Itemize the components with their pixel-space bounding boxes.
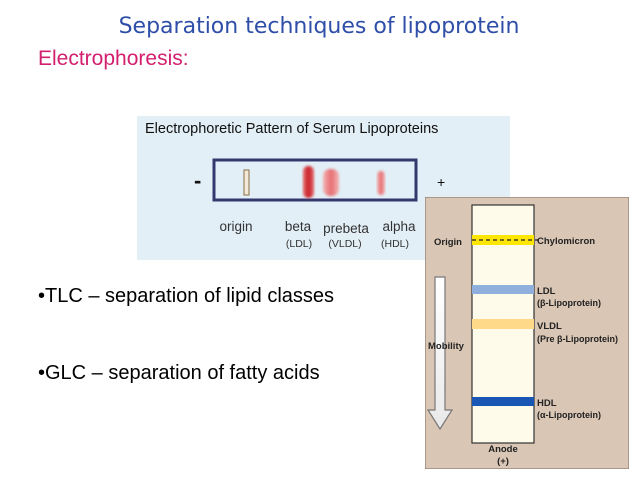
ldl-sublabel: (β-Lipoprotein) — [537, 298, 601, 308]
hdl-label: HDL — [537, 398, 557, 409]
lane-label-alpha: alpha — [382, 219, 416, 234]
mobility-label: Mobility — [428, 341, 465, 352]
mobility-figure: Origin Mobility Chylomicron LDL (β-Lipop… — [424, 196, 630, 470]
vldl-sublabel: (Pre β-Lipoprotein) — [537, 334, 618, 344]
electrophoresis-svg: Electrophoretic Pattern of Serum Lipopro… — [145, 121, 445, 250]
lane-sub-alpha: (HDL) — [381, 238, 409, 250]
bullet-glc: •GLC – separation of fatty acids — [38, 362, 320, 384]
vldl-label: VLDL — [537, 321, 562, 332]
alpha-band — [377, 171, 385, 195]
lane-label-origin: origin — [219, 219, 252, 234]
slide-title: Separation techniques of lipoprotein — [118, 14, 520, 39]
bullet-tlc: •TLC – separation of lipid classes — [38, 285, 335, 307]
lane-sub-beta: (LDL) — [286, 238, 312, 250]
band-ldl — [472, 285, 534, 294]
anode-sign: (+) — [497, 456, 509, 467]
mobility-svg: Origin Mobility Chylomicron LDL (β-Lipop… — [424, 196, 630, 470]
anode-label: Anode — [488, 444, 518, 455]
band-hdl — [472, 397, 534, 406]
minus-sign: - — [194, 168, 201, 193]
prebeta-band — [323, 169, 339, 196]
ldl-label: LDL — [537, 286, 556, 297]
beta-band — [303, 166, 314, 198]
lane-label-prebeta: prebeta — [323, 221, 369, 236]
band-vldl — [472, 319, 534, 329]
gel-frame — [212, 158, 418, 202]
lane-label-beta: beta — [285, 219, 312, 234]
chylomicron-label: Chylomicron — [537, 236, 595, 247]
electrophoresis-figure: Electrophoretic Pattern of Serum Lipopro… — [137, 116, 510, 260]
gel-title: Electrophoretic Pattern of Serum Lipopro… — [145, 121, 438, 137]
origin-well — [243, 169, 250, 196]
mobility-arrow — [426, 276, 454, 431]
lane-sub-prebeta: (VLDL) — [328, 238, 361, 250]
hdl-sublabel: (α-Lipoprotein) — [537, 410, 601, 420]
origin-label: Origin — [434, 237, 462, 248]
slide-subtitle: Electrophoresis: — [38, 47, 189, 70]
plus-sign: + — [437, 174, 445, 190]
